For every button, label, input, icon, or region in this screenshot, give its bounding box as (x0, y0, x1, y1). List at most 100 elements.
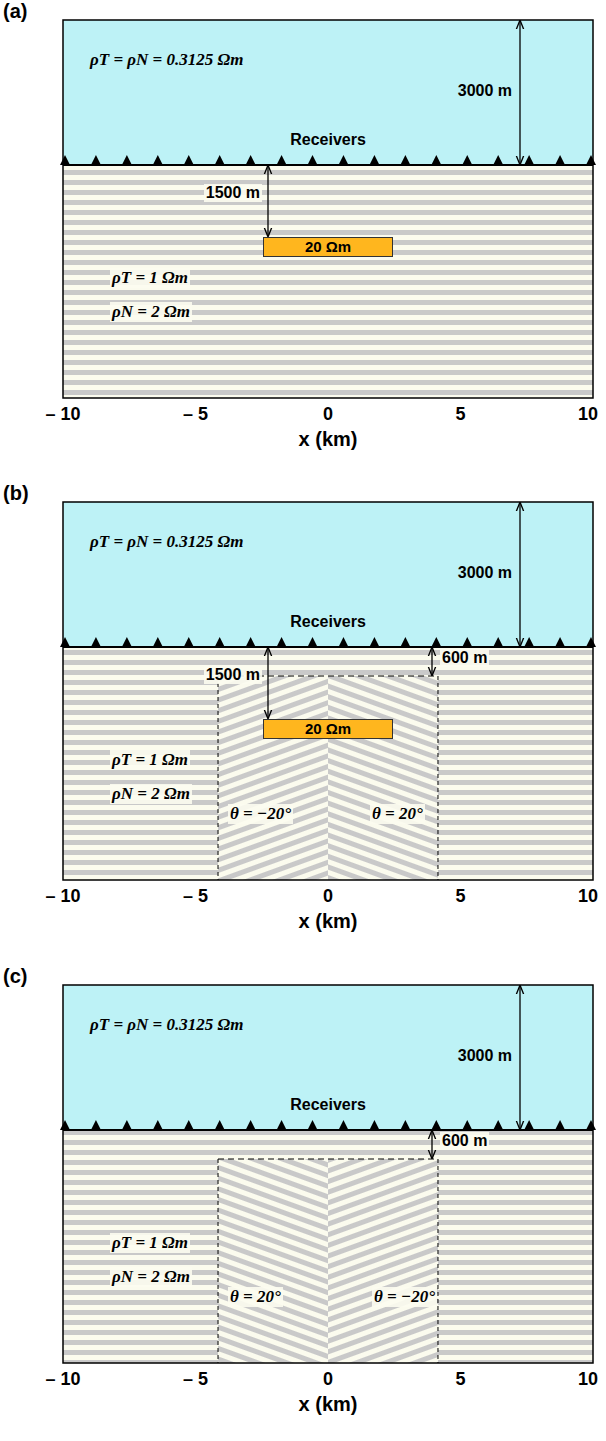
receiver-symbol (153, 155, 163, 165)
receiver-symbol (91, 1120, 101, 1130)
seafloor (63, 164, 593, 166)
dimension-arrow (267, 648, 268, 718)
axis-label: x (km) (299, 428, 358, 451)
tick-label: – 5 (183, 1369, 208, 1390)
resistivity-label: θ = 20° (228, 1287, 283, 1307)
receiver-symbol (215, 637, 225, 647)
tick-label: – 5 (183, 886, 208, 907)
receiver-symbol (400, 155, 410, 165)
receivers-label: Receivers (290, 131, 366, 149)
panel (60, 502, 596, 880)
receiver-symbol (215, 1120, 225, 1130)
receiver-symbol (60, 155, 70, 165)
resistivity-label: ρN = 2 Ωm (110, 1267, 192, 1287)
tilted-block (328, 1159, 438, 1363)
receivers-label: Receivers (290, 1096, 366, 1114)
resistive-body: 20 Ωm (263, 719, 393, 739)
receiver-symbol (431, 637, 441, 647)
dimension-label: 1500 m (204, 666, 262, 684)
receiver-symbol (308, 155, 318, 165)
tilted-block (328, 676, 438, 880)
tick-label: 5 (455, 404, 465, 425)
resistivity-label: θ = 20° (370, 804, 425, 824)
receiver-symbol (524, 1120, 534, 1130)
receiver-symbol (431, 155, 441, 165)
receiver-symbol (153, 1120, 163, 1130)
receiver-symbol (184, 1120, 194, 1130)
resistivity-label: ρT = ρN = 0.3125 Ωm (90, 50, 243, 70)
receiver-symbol (400, 1120, 410, 1130)
receiver-symbol (338, 637, 348, 647)
tilted-block (218, 676, 328, 880)
tick-label: – 10 (45, 404, 80, 425)
receiver-symbol (400, 637, 410, 647)
resistivity-label: ρT = ρN = 0.3125 Ωm (90, 1015, 243, 1035)
resistivity-label: ρT = 1 Ωm (110, 1233, 190, 1253)
axis-label: (b) (3, 482, 29, 505)
receiver-symbol (586, 1120, 596, 1130)
receiver-symbol (122, 155, 132, 165)
tilted-block (218, 1159, 328, 1363)
resistivity-value: 20 Ωm (305, 721, 351, 738)
dimension-arrow (267, 166, 268, 236)
receiver-symbol (184, 155, 194, 165)
receiver-symbol (91, 155, 101, 165)
receiver-symbol (277, 1120, 287, 1130)
dimension-arrow (431, 648, 432, 675)
seafloor (63, 646, 593, 648)
boundary-line (218, 1159, 438, 1160)
resistivity-label: ρN = 2 Ωm (110, 302, 192, 322)
sea-water (63, 502, 593, 647)
tick-label: – 10 (45, 886, 80, 907)
receiver-symbol (122, 637, 132, 647)
layered-seabed (63, 165, 593, 398)
resistivity-label: ρT = ρN = 0.3125 Ωm (90, 532, 243, 552)
dimension-arrow (519, 986, 520, 1129)
axis-label: x (km) (299, 1393, 358, 1416)
receiver-symbol (555, 155, 565, 165)
receiver-symbol (277, 155, 287, 165)
frame (63, 985, 593, 1363)
panel (60, 985, 596, 1363)
receiver-symbol (153, 637, 163, 647)
tick-label: 0 (323, 404, 333, 425)
receiver-symbol (493, 155, 503, 165)
dimension-label: 3000 m (458, 564, 512, 582)
receiver-symbol (493, 637, 503, 647)
boundary-line (437, 1159, 438, 1363)
receiver-symbol (308, 637, 318, 647)
layered-seabed (63, 1130, 593, 1363)
boundary-line (218, 676, 219, 880)
seafloor (63, 1129, 593, 1131)
receiver-symbol (555, 637, 565, 647)
axis-label: (c) (3, 965, 27, 988)
sea-water (63, 20, 593, 165)
dimension-label: 3000 m (458, 82, 512, 100)
dimension-label: 600 m (440, 1132, 489, 1150)
boundary-line (218, 1159, 219, 1363)
tick-label: – 5 (183, 404, 208, 425)
dimension-label: 3000 m (458, 1047, 512, 1065)
receiver-symbol (462, 155, 472, 165)
receiver-symbol (246, 1120, 256, 1130)
receiver-symbol (184, 637, 194, 647)
receiver-symbol (338, 155, 348, 165)
sea-water (63, 985, 593, 1130)
panel (60, 20, 596, 398)
resistivity-label: ρN = 2 Ωm (110, 784, 192, 804)
tick-label: 10 (578, 886, 598, 907)
receiver-symbol (60, 637, 70, 647)
receiver-symbol (308, 1120, 318, 1130)
tick-label: 5 (455, 1369, 465, 1390)
axis-label: (a) (3, 0, 27, 23)
receivers-label: Receivers (290, 613, 366, 631)
receiver-symbol (91, 637, 101, 647)
receiver-symbol (246, 637, 256, 647)
receiver-symbol (493, 1120, 503, 1130)
receiver-symbol (338, 1120, 348, 1130)
receiver-symbol (215, 155, 225, 165)
receiver-symbol (431, 1120, 441, 1130)
tick-label: 5 (455, 886, 465, 907)
receiver-symbol (369, 637, 379, 647)
